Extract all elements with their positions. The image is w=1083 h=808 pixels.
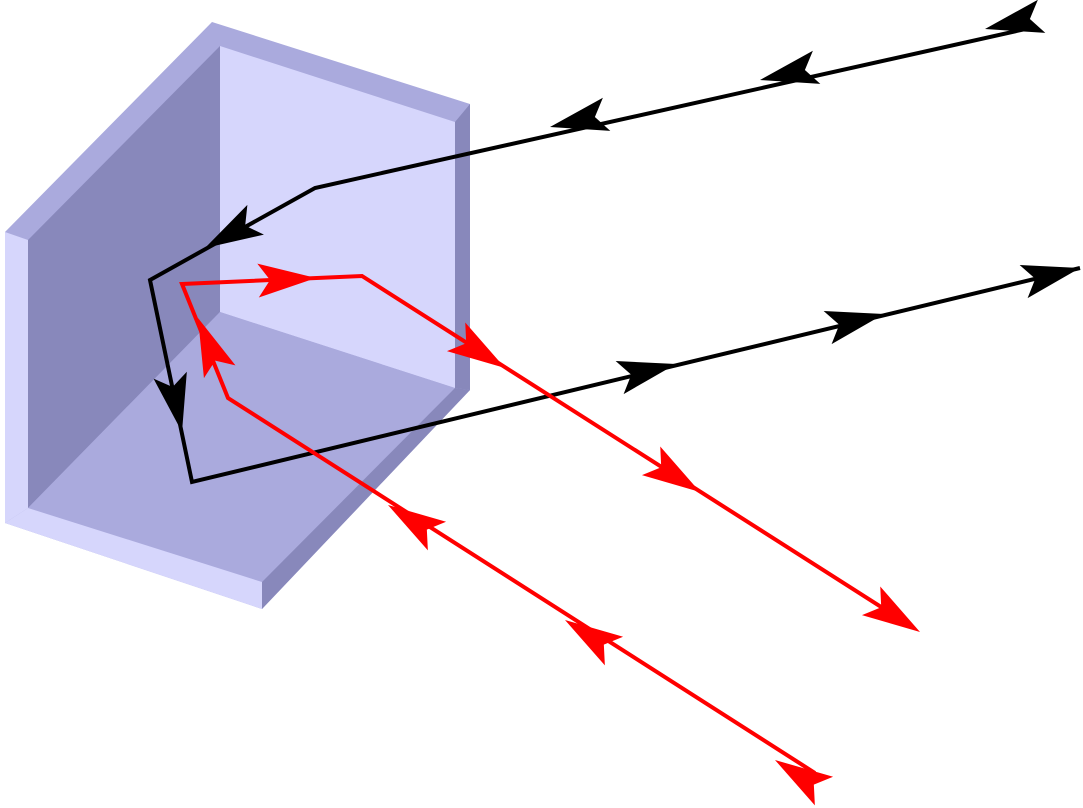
arrow-icon	[550, 97, 611, 131]
arrow-icon	[198, 318, 236, 379]
arrow-icon	[1019, 265, 1080, 299]
reflector-right-bottom-edge	[262, 388, 470, 609]
reflector-right-wall	[220, 46, 455, 388]
arrow-icon	[565, 620, 624, 666]
arrow-icon	[760, 50, 821, 84]
arrow-icon	[641, 446, 700, 492]
reflector-floor	[28, 312, 455, 582]
arrow-icon	[823, 311, 884, 345]
arrow-icon	[388, 505, 447, 551]
arrow-icon	[205, 204, 264, 248]
arrow-icon	[775, 760, 834, 806]
reflector-left-edge	[5, 232, 28, 523]
black-ray	[147, 0, 1081, 485]
reflector-right-edge	[455, 104, 470, 390]
corner-reflector	[5, 22, 470, 609]
arrow-icon	[257, 263, 316, 298]
arrow-icon	[861, 586, 920, 632]
reflector-left-wall	[28, 46, 220, 508]
red-ray	[179, 263, 920, 806]
arrow-icon	[985, 0, 1046, 33]
black-ray-path	[147, 26, 1081, 485]
arrow-icon	[615, 361, 676, 395]
arrow-icon	[446, 322, 505, 368]
arrow-icon	[153, 371, 187, 432]
reflector-bottom-edge	[5, 508, 262, 609]
